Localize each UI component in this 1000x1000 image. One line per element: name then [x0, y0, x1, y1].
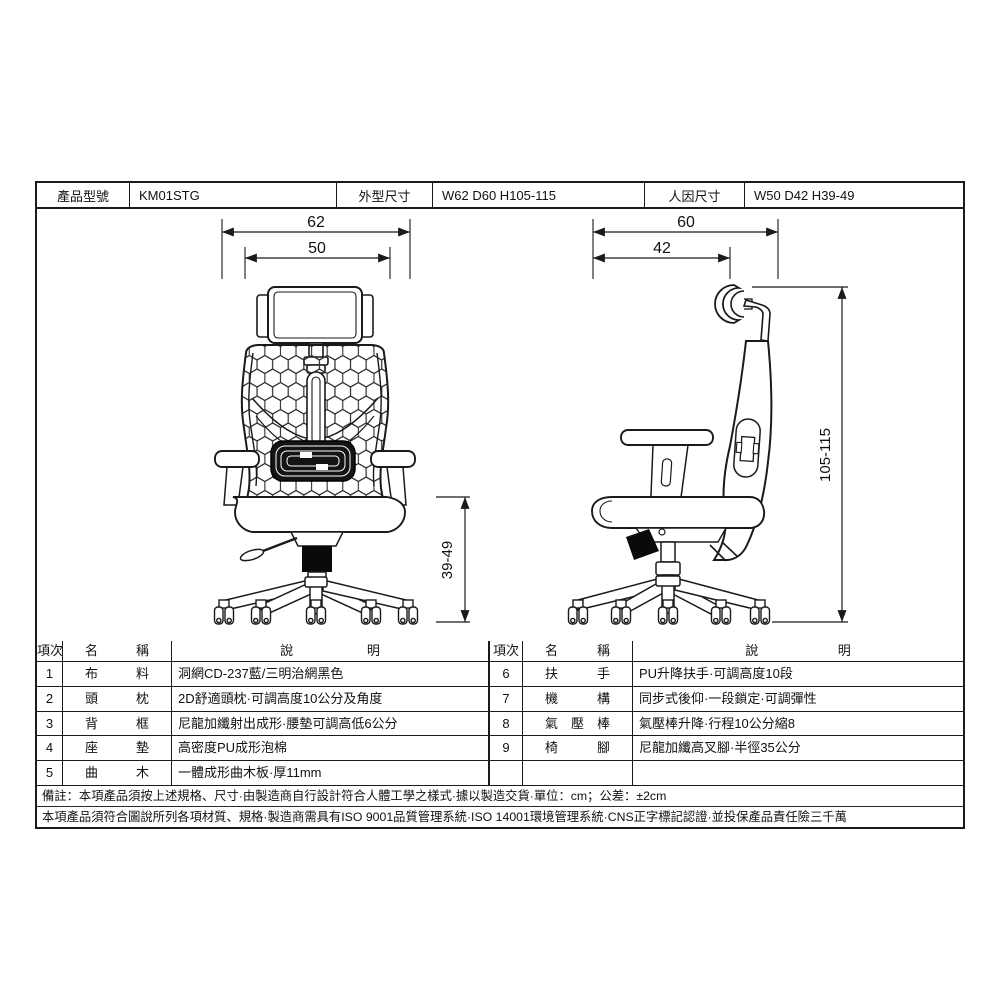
dim-front-width-outer: 62	[307, 214, 325, 231]
product-model-value: KM01STG	[130, 183, 337, 207]
note-line-2: 本項產品須符合圖說所列各項材質、規格·製造商需具有ISO 9001品質管理系統·…	[42, 809, 847, 824]
front-view-chair	[213, 219, 470, 625]
dim-side-depth-outer: 60	[677, 214, 695, 231]
item-desc	[633, 761, 963, 786]
dim-front-width-inner: 50	[308, 240, 326, 257]
item-desc: 尼龍加纖高叉腳·半徑35公分	[633, 736, 963, 762]
item-name: 座墊	[63, 736, 172, 762]
item-desc: 一體成形曲木板·厚11mm	[172, 761, 490, 786]
col-name-header: 名稱	[63, 641, 172, 662]
item-name: 曲木	[63, 761, 172, 786]
item-no: 2	[37, 686, 63, 712]
item-desc: 洞網CD-237藍/三明治網黑色	[172, 662, 490, 687]
item-desc: 高密度PU成形泡棉	[172, 736, 490, 762]
front-lumbar-pad	[270, 440, 356, 482]
item-desc: 氣壓棒升降·行程10公分縮8	[633, 712, 963, 737]
item-no: 5	[37, 761, 63, 786]
col-desc-header: 說明	[633, 641, 963, 662]
item-no: 9	[490, 736, 523, 762]
spec-sheet: 產品型號 KM01STG 外型尺寸 W62 D60 H105-115 人因尺寸 …	[35, 181, 965, 829]
front-armrests	[214, 450, 416, 506]
parts-table-left: 項次 名稱 說明 1 布料 洞網CD-237藍/三明治網黑色 2 頭枕 2D舒適…	[37, 641, 490, 786]
item-no: 4	[37, 736, 63, 762]
technical-drawing: 62 50 60 42 39-49 105-115	[213, 214, 848, 625]
front-gas-cylinder	[302, 546, 332, 572]
item-name: 布料	[63, 662, 172, 687]
item-name: 氣壓棒	[523, 711, 633, 737]
item-name	[523, 761, 633, 786]
human-size-label: 人因尺寸	[645, 183, 745, 207]
item-desc: 2D舒適頭枕·可調高度10公分及角度	[172, 686, 490, 712]
parts-table: 項次 名稱 說明 1 布料 洞網CD-237藍/三明治網黑色 2 頭枕 2D舒適…	[37, 641, 963, 786]
outer-size-value: W62 D60 H105-115	[433, 183, 645, 207]
dim-seat-height: 39-49	[439, 541, 456, 579]
col-item-header: 項次	[490, 641, 523, 662]
side-view-chair	[567, 219, 848, 625]
item-name: 機構	[523, 686, 633, 712]
dim-total-height: 105-115	[817, 428, 834, 482]
parts-table-right: 項次 名稱 說明 6 扶手 PU升降扶手·可調高度10段 7 機構 同步式後仰·…	[490, 641, 963, 786]
side-seat	[591, 496, 766, 562]
notes-section: 備註：本項產品須按上述規格、尺寸·由製造商自行設計符合人體工學之樣式·據以製造交…	[37, 786, 963, 827]
item-name: 頭枕	[63, 686, 172, 712]
item-no	[490, 761, 523, 786]
note-line-1: 備註：本項產品須按上述規格、尺寸·由製造商自行設計符合人體工學之樣式·據以製造交…	[37, 786, 963, 807]
item-name: 扶手	[523, 662, 633, 687]
item-name: 背框	[63, 711, 172, 737]
col-name-header: 名稱	[523, 641, 633, 662]
spec-header-table: 產品型號 KM01STG 外型尺寸 W62 D60 H105-115 人因尺寸 …	[37, 183, 963, 209]
human-size-value: W50 D42 H39-49	[754, 187, 855, 203]
side-dimension-lines	[593, 227, 848, 623]
item-no: 3	[37, 711, 63, 737]
front-dimension-lines	[222, 227, 470, 623]
item-no: 7	[490, 686, 523, 712]
item-desc: 同步式後仰·一段鎖定·可調彈性	[633, 687, 963, 712]
product-model-label: 產品型號	[37, 183, 130, 207]
item-desc: PU升降扶手·可調高度10段	[633, 662, 963, 687]
item-no: 6	[490, 662, 523, 687]
item-desc: 尼龍加纖射出成形·腰墊可調高低6公分	[172, 711, 490, 737]
col-item-header: 項次	[37, 641, 63, 662]
col-desc-header: 說明	[172, 641, 490, 662]
item-no: 8	[490, 711, 523, 737]
item-no: 1	[37, 662, 63, 687]
side-adjust-knob	[626, 529, 659, 560]
item-name: 椅腳	[523, 736, 633, 762]
dim-side-depth-inner: 42	[653, 240, 671, 257]
outer-size-label: 外型尺寸	[337, 183, 433, 207]
